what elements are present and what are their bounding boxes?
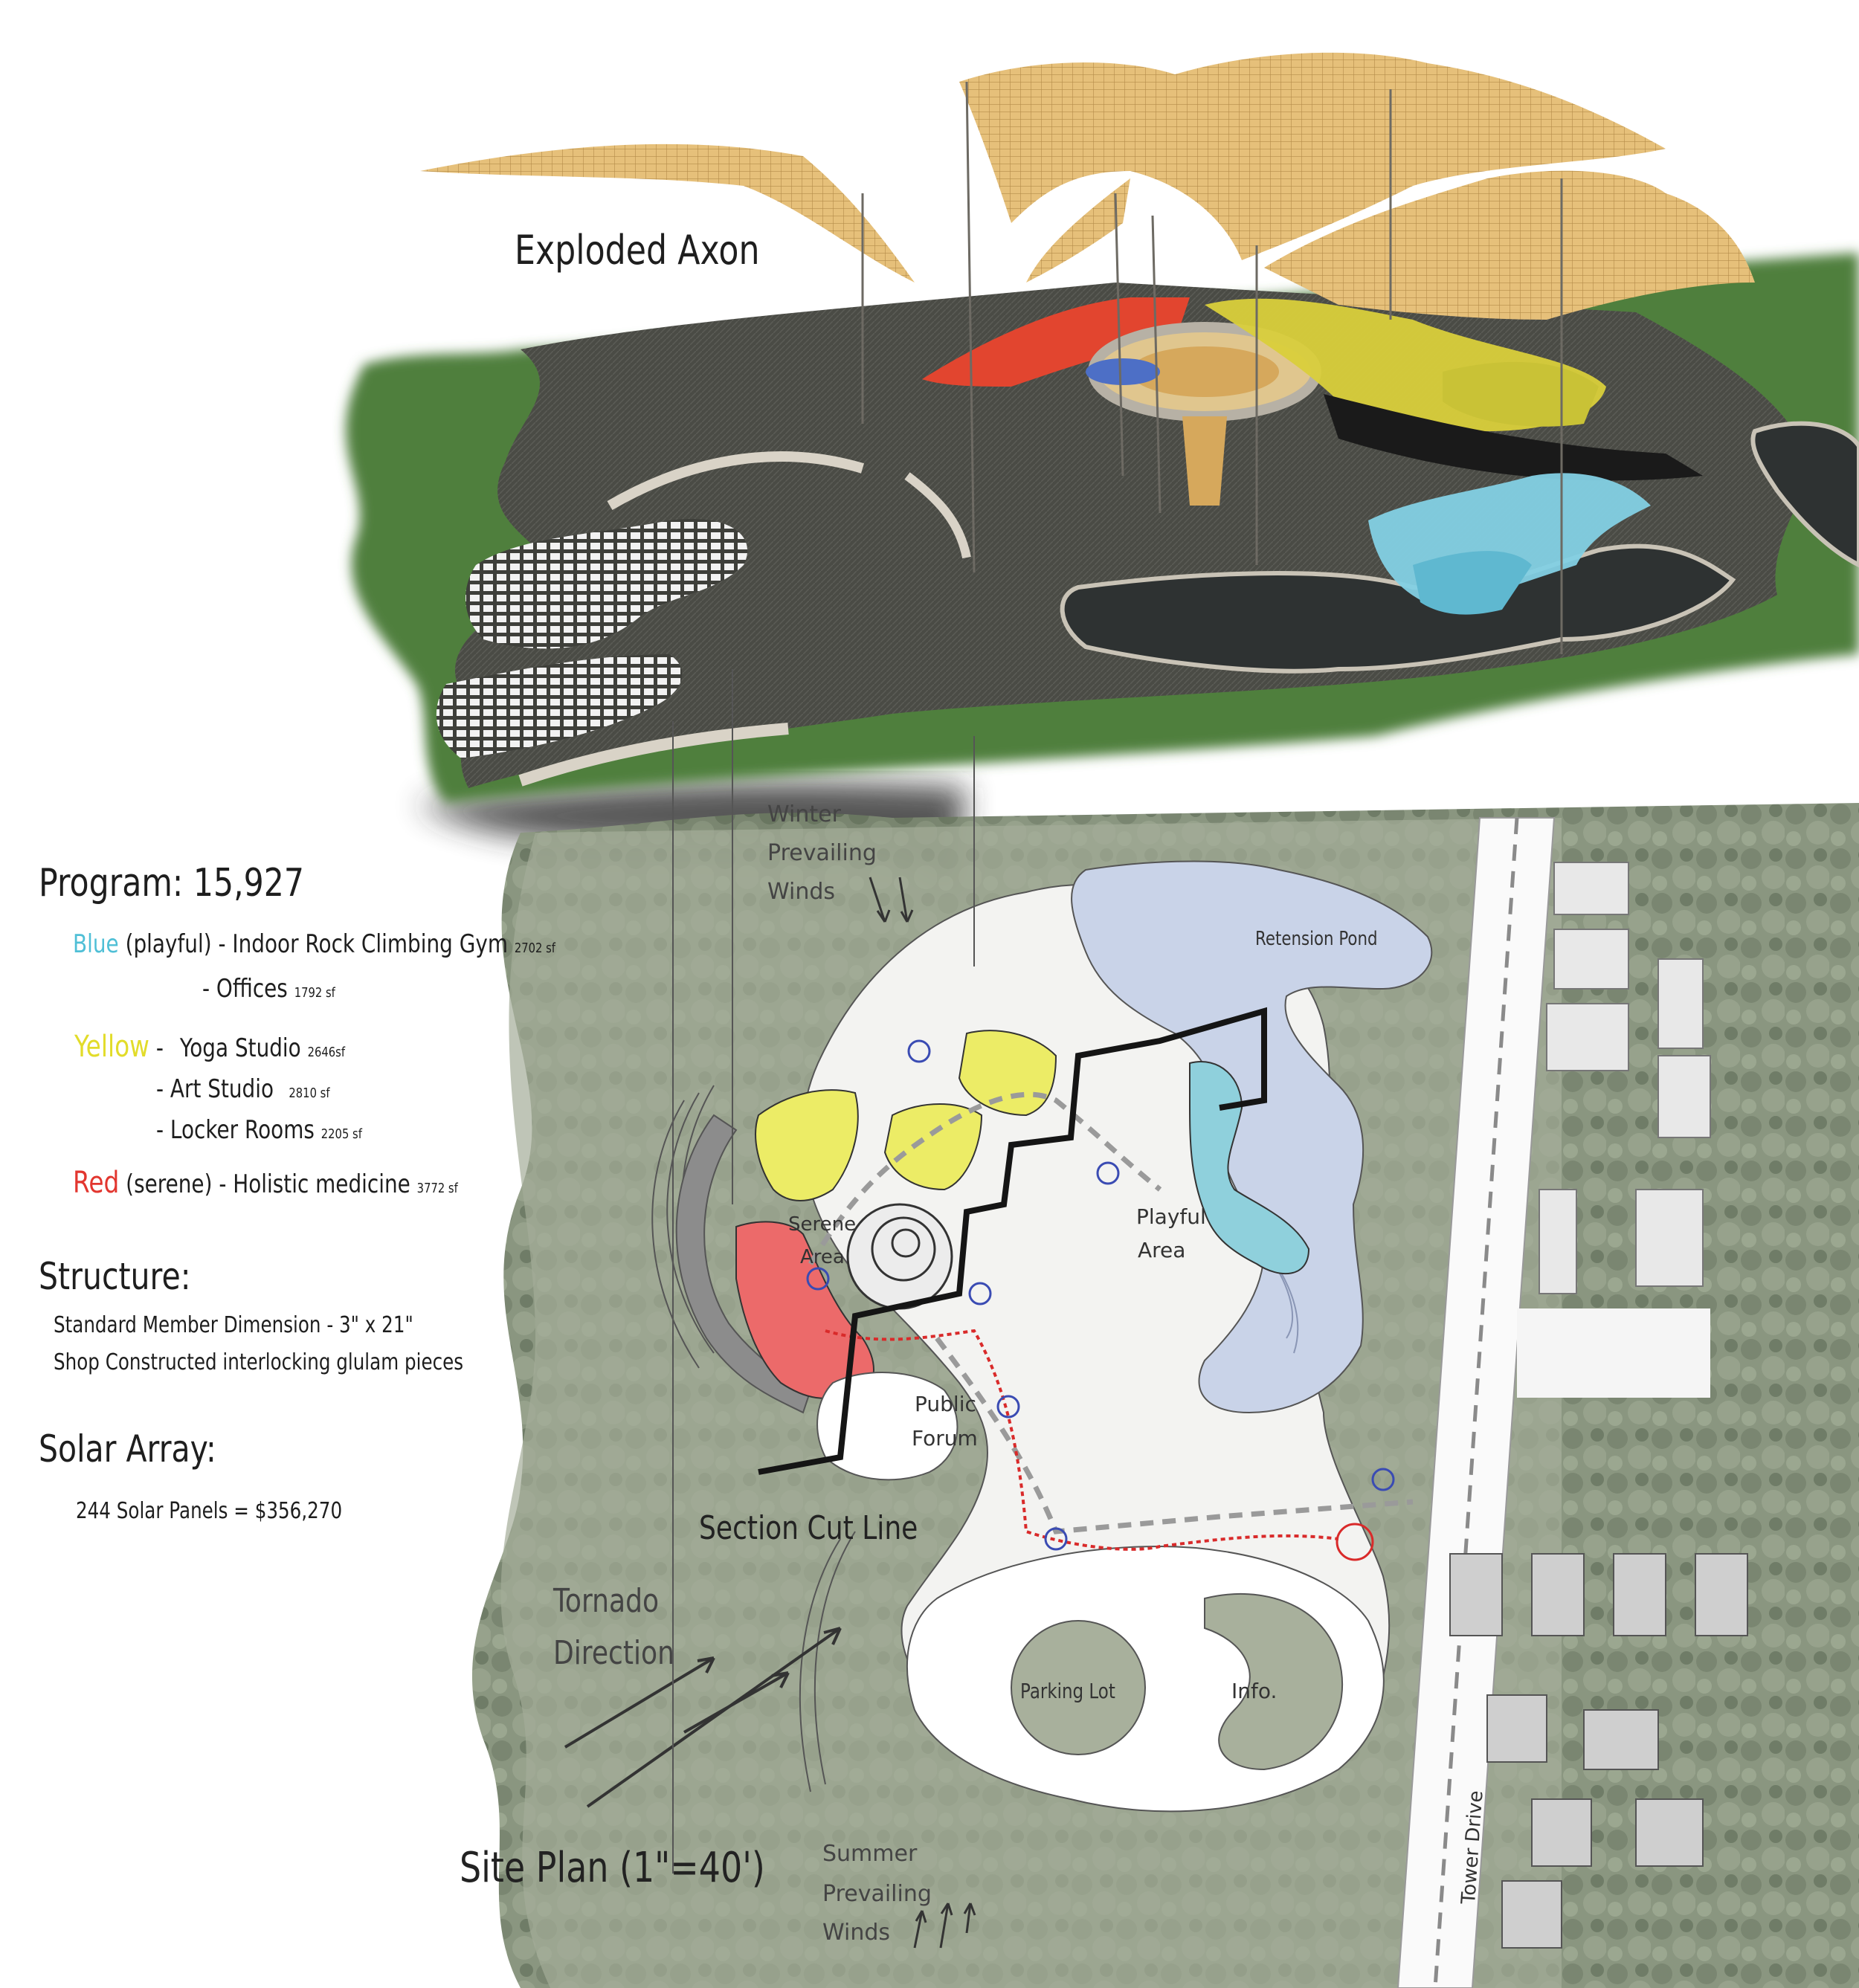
program-blue-row-1: Blue (playful) - Indoor Rock Climbing Gy… <box>73 929 555 959</box>
winter-winds-label-1: Winter <box>767 801 841 827</box>
solar-line-1: 244 Solar Panels = $356,270 <box>76 1498 343 1524</box>
program-blue-label: Blue <box>73 929 119 959</box>
public-forum-label-2: Forum <box>912 1426 978 1450</box>
program-red-item1-sf: 3772 sf <box>416 1181 458 1196</box>
summer-winds-label-1: Summer <box>822 1841 918 1867</box>
summer-winds-label-3: Winds <box>822 1920 891 1946</box>
neighbour-houses <box>1449 1553 1748 1949</box>
program-yellow-row-1: Yellow - Yoga Studio 2646sf <box>74 1030 345 1064</box>
axon-wall-2 <box>607 451 865 511</box>
neighbour-buildings <box>1517 862 1711 1398</box>
axon-blue-block-2 <box>1413 551 1532 615</box>
central-spiral-inner <box>871 1216 936 1282</box>
public-forum-label-1: Public <box>915 1392 976 1416</box>
axon-red-block <box>922 297 1190 387</box>
axon-blue-pool <box>1086 358 1160 385</box>
axon-canopy <box>420 52 1755 654</box>
yellow-block-middle <box>883 1103 983 1191</box>
tornado-arrows <box>564 1627 842 1808</box>
structure-line-2: Shop Constructed interlocking glulam pie… <box>54 1349 464 1375</box>
axon-solar-field-1 <box>465 519 748 649</box>
axon-wall-3 <box>904 472 971 559</box>
parking-lot-label: Parking Lot <box>1020 1679 1115 1703</box>
axon-solar-field-2 <box>436 654 683 758</box>
info-label: Info. <box>1231 1679 1278 1703</box>
program-blue-row-2: - Offices 1792 sf <box>202 974 335 1004</box>
canopy-columns <box>861 81 1563 654</box>
program-yellow-dash: - <box>155 1033 164 1063</box>
program-yellow-row-2: - Art Studio 2810 sf <box>156 1074 330 1104</box>
program-red-item1: - Holistic medicine <box>219 1169 410 1199</box>
program-red-row: Red (serene) - Holistic medicine 3772 sf <box>73 1166 458 1200</box>
axon-ground <box>346 253 1859 892</box>
canopy-east <box>1264 170 1755 320</box>
west-terraces <box>651 1085 856 1792</box>
serene-area-label-2: Area <box>800 1246 845 1268</box>
program-blue-tag: (playful) <box>125 929 212 959</box>
central-spiral-outer <box>846 1203 953 1310</box>
program-yellow-row-3: - Locker Rooms 2205 sf <box>156 1115 362 1145</box>
winter-winds-label-2: Prevailing <box>767 840 877 866</box>
yellow-block-north <box>958 1030 1057 1117</box>
structure-line-1: Standard Member Dimension - 3" x 21" <box>54 1312 413 1338</box>
axon-pond-east <box>1750 421 1859 568</box>
section-cut-line <box>758 1007 1267 1475</box>
blue-climbing-block <box>1189 1061 1310 1274</box>
retension-pond-label: Retension Pond <box>1255 928 1378 950</box>
public-forum-bubble <box>816 1372 959 1481</box>
axon-black-strip <box>1324 394 1703 481</box>
entry-markers <box>806 1039 1395 1551</box>
program-yellow-item1: Yoga Studio <box>179 1033 301 1063</box>
program-red-label: Red <box>73 1166 120 1200</box>
program-yellow-label: Yellow <box>74 1030 149 1064</box>
playful-area-label-1: Playful <box>1136 1204 1206 1229</box>
tornado-label-1: Tornado <box>553 1582 660 1620</box>
site-plan-title: Site Plan (1"=40') <box>460 1844 765 1892</box>
axon-title: Exploded Axon <box>515 227 760 274</box>
canopy-west-link <box>1026 178 1130 283</box>
wind-arrows <box>869 877 976 1949</box>
program-red-tag: (serene) <box>126 1169 213 1199</box>
program-yellow-item3-sf: 2205 sf <box>320 1126 362 1142</box>
axon-wall-1 <box>518 723 789 787</box>
site-plan <box>471 669 1859 1988</box>
playful-area-label-2: Area <box>1138 1238 1186 1262</box>
program-title: Program: 15,927 <box>39 861 305 906</box>
tower-drive-road <box>1396 817 1556 1988</box>
program-yellow-item2-sf: 2810 sf <box>289 1085 330 1101</box>
structure-title: Structure: <box>39 1255 191 1298</box>
axon-projection-lines <box>672 669 975 1874</box>
program-blue-item1: - Indoor Rock Climbing Gym <box>218 929 508 959</box>
program-yellow-item1-sf: 2646sf <box>307 1045 346 1060</box>
axon-center-stem <box>1182 416 1227 506</box>
grey-retaining-wall <box>675 1114 812 1414</box>
program-blue-item2-sf: 1792 sf <box>294 985 335 1001</box>
axon-center-ring-inner <box>1130 346 1279 397</box>
tornado-label-2: Direction <box>553 1634 675 1672</box>
program-blue-item1-sf: 2702 sf <box>514 940 555 956</box>
dashed-walk-path <box>808 1091 1414 1534</box>
solar-title: Solar Array: <box>39 1427 216 1471</box>
axon-yellow-block-2 <box>1443 361 1599 427</box>
winter-winds-label-3: Winds <box>767 879 836 905</box>
axon-program <box>922 297 1703 615</box>
summer-winds-label-2: Prevailing <box>822 1881 932 1907</box>
serene-area-label-1: Serene <box>788 1213 857 1236</box>
program-yellow-item2: - Art Studio <box>156 1074 274 1104</box>
canopy-west-wing <box>420 143 915 283</box>
info-island <box>1204 1592 1344 1771</box>
section-cut-label: Section Cut Line <box>699 1509 918 1547</box>
program-yellow-item3: - Locker Rooms <box>156 1115 315 1145</box>
emergency-marker <box>1336 1523 1374 1561</box>
central-spiral-core <box>891 1228 921 1258</box>
yellow-block-west <box>755 1089 859 1201</box>
program-blue-item2: - Offices <box>202 974 288 1004</box>
canopy-main <box>959 52 1666 261</box>
tower-drive-centerline <box>1433 817 1519 1988</box>
parking-island <box>1011 1620 1146 1755</box>
